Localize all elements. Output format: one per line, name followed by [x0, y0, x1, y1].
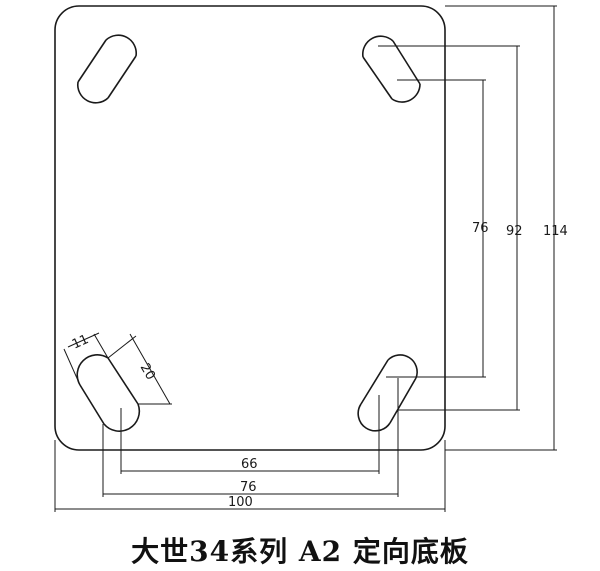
- dimension-bottom-middle: 76: [102, 378, 399, 497]
- dimension-label-bottom-100: 100: [228, 495, 253, 510]
- dimension-label-slot-11: 11: [70, 332, 91, 352]
- dimension-label-slot-20: 20: [137, 361, 158, 383]
- dimension-right-outer: 114: [445, 5, 568, 451]
- plate-outline: [54, 5, 446, 451]
- dimension-label-right-114: 114: [543, 224, 568, 239]
- dimension-right-middle: 92: [378, 45, 523, 411]
- slot-hole-top-right: [361, 35, 421, 103]
- dimension-label-right-92: 92: [506, 224, 523, 239]
- slot-hole-bottom-left: [76, 354, 141, 432]
- dimension-bottom-inner: 66: [120, 395, 380, 474]
- slot-hole-top-left: [76, 34, 138, 104]
- dimension-slot-length: 20: [107, 333, 172, 405]
- dimension-slot-width: 11: [63, 332, 109, 386]
- dimension-label-bottom-66: 66: [241, 457, 258, 472]
- dimension-right-inner: 76: [386, 79, 489, 378]
- dimension-label-bottom-76: 76: [240, 480, 257, 495]
- slot-hole-bottom-right: [357, 354, 418, 432]
- drawing-caption: 大世34系列 A2 定向底板: [131, 535, 469, 568]
- dimension-bottom-outer: 100: [54, 440, 446, 512]
- dimension-label-right-76: 76: [472, 221, 489, 236]
